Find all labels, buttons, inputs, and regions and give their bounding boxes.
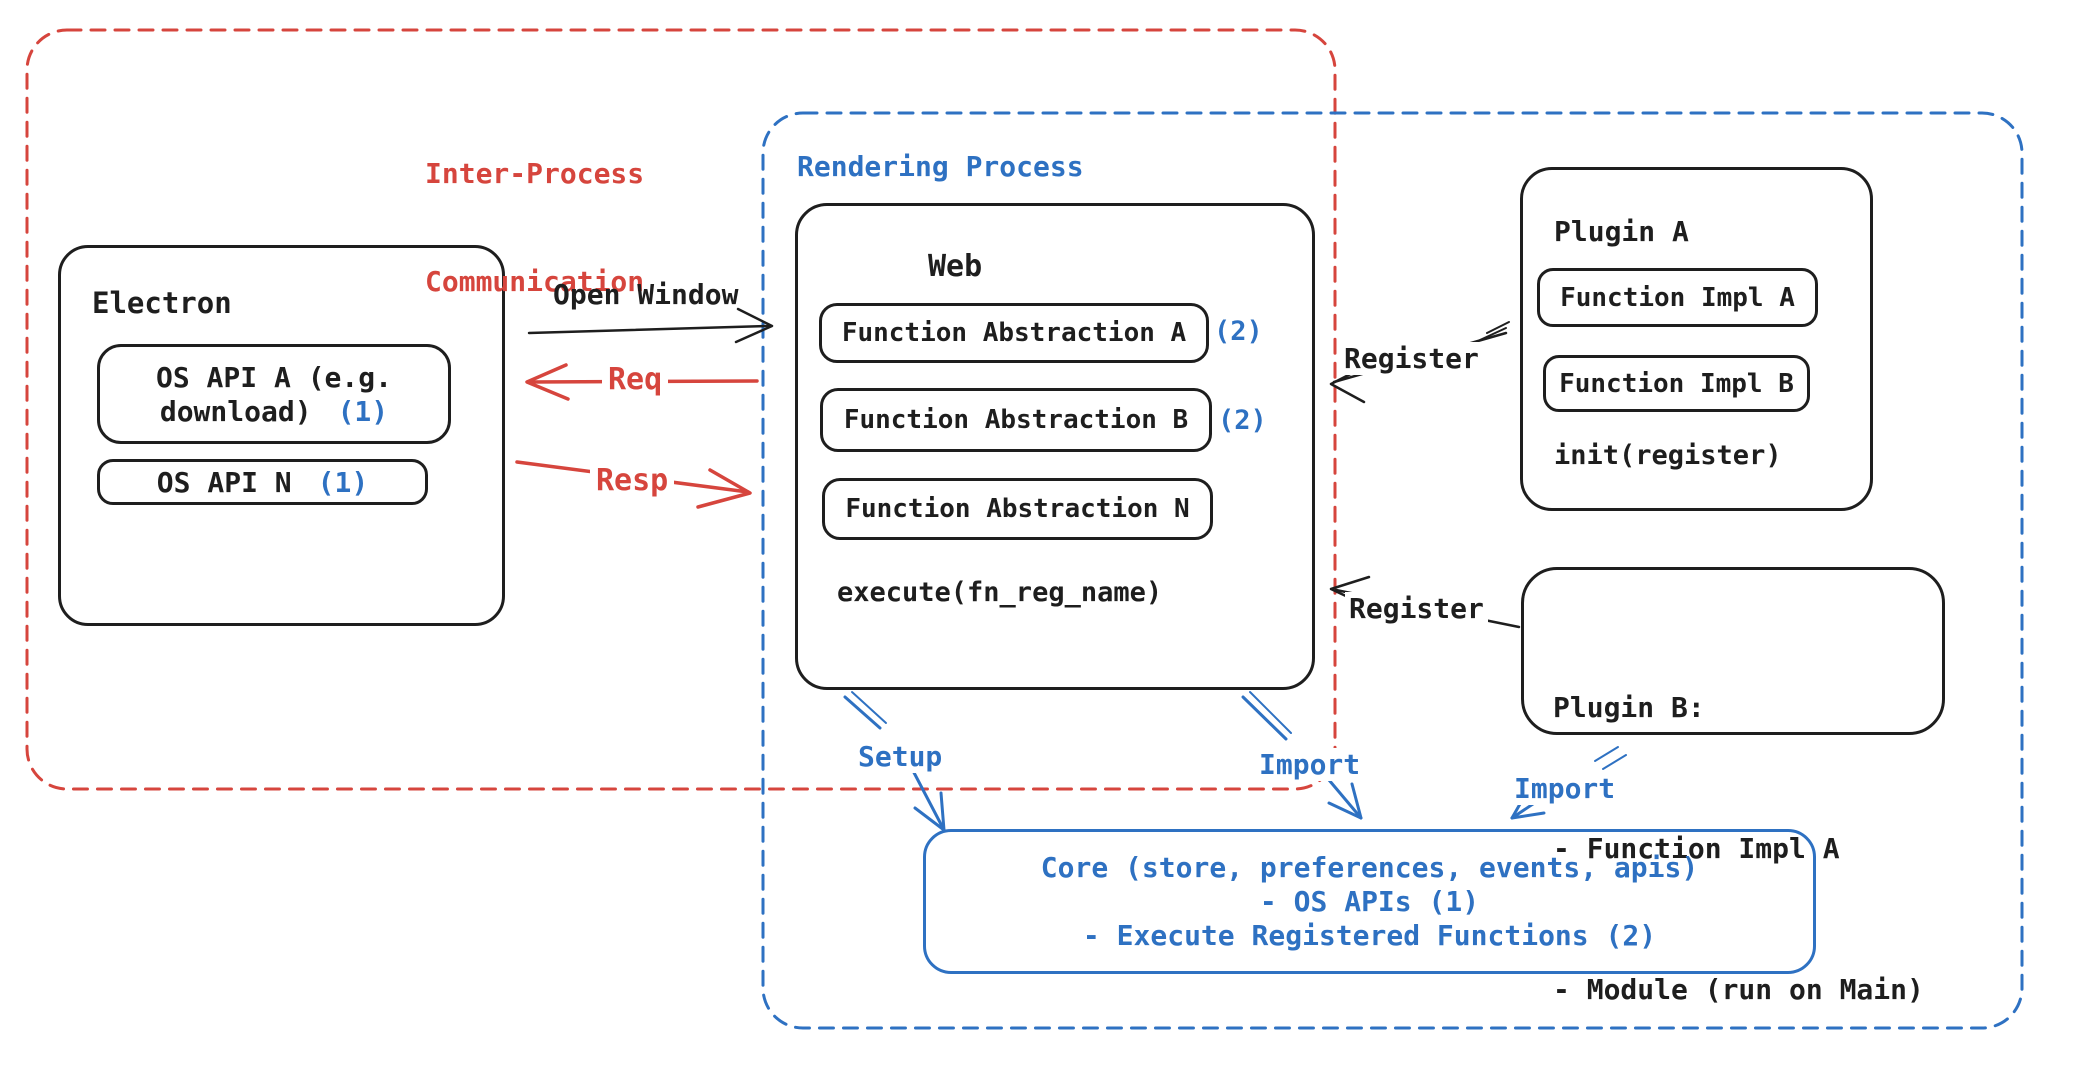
init-register-label: init(register) xyxy=(1554,440,1782,471)
os-api-a-badge: (1) xyxy=(337,395,389,428)
ipc-label-line1: Inter-Process xyxy=(425,157,645,190)
resp-label: Resp xyxy=(590,463,675,498)
plugin-b-title: Plugin B: xyxy=(1553,691,1705,724)
function-impl-a-text: Function Impl A xyxy=(1560,282,1795,313)
function-impl-b-box: Function Impl B xyxy=(1543,355,1810,412)
os-api-n-text: OS API N xyxy=(156,465,292,499)
plugin-a-label: Plugin A xyxy=(1554,215,1689,248)
function-impl-b-text: Function Impl B xyxy=(1559,368,1794,399)
web-label: Web xyxy=(928,249,983,284)
setup-label: Setup xyxy=(852,740,949,773)
rendering-process-label: Rendering Process xyxy=(797,150,1084,183)
os-api-a-box: OS API A (e.g. download) (1) xyxy=(97,344,451,444)
plugin-b-text: Plugin B: - Function Impl A - Module (ru… xyxy=(1553,590,1924,1066)
register-label-top: Register xyxy=(1340,342,1483,375)
os-api-a-text2: download) xyxy=(159,395,312,428)
core-line-1: Core (store, preferences, events, apis) xyxy=(1040,850,1699,884)
register-label-bottom: Register xyxy=(1345,592,1488,625)
function-abstraction-n-text: Function Abstraction N xyxy=(845,494,1190,524)
function-abstraction-a-text: Function Abstraction A xyxy=(841,318,1187,348)
os-api-n-badge: (1) xyxy=(317,465,369,499)
import-label-plugin-b: Import xyxy=(1508,772,1622,805)
os-api-a-line2: download) (1) xyxy=(100,395,448,429)
function-impl-a-box: Function Impl A xyxy=(1537,268,1818,327)
core-line-2: - OS APIs (1) xyxy=(1259,884,1480,918)
os-api-a-line1: OS API A (e.g. xyxy=(100,361,448,395)
execute-label: execute(fn_reg_name) xyxy=(837,577,1163,608)
function-abstraction-n-box: Function Abstraction N xyxy=(822,478,1213,540)
ipc-label: Inter-Process Communication xyxy=(425,84,644,372)
function-abstraction-b-text: Function Abstraction B xyxy=(843,405,1189,435)
ipc-label-line2: Communication xyxy=(425,265,645,298)
function-abstraction-a-badge: (2) xyxy=(1214,316,1263,347)
electron-label: Electron xyxy=(92,286,232,320)
os-api-a-text: OS API A (e.g. xyxy=(155,361,392,394)
open-window-label: Open Window xyxy=(553,278,739,311)
import-label-web: Import xyxy=(1253,748,1367,781)
function-abstraction-b-badge: (2) xyxy=(1218,405,1267,436)
os-api-n-box: OS API N (1) xyxy=(97,459,428,505)
core-box: Core (store, preferences, events, apis) … xyxy=(923,829,1816,974)
core-line-3: - Execute Registered Functions (2) xyxy=(1082,918,1657,952)
function-abstraction-b-box: Function Abstraction B xyxy=(820,388,1212,452)
req-label: Req xyxy=(602,362,669,397)
function-abstraction-a-box: Function Abstraction A xyxy=(819,303,1209,363)
